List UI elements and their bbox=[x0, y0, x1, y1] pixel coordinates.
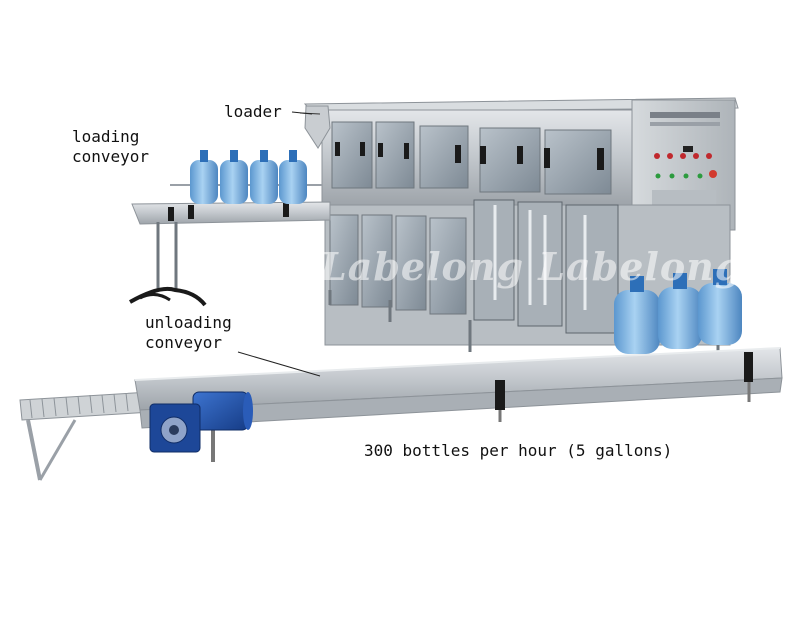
water-bottle bbox=[658, 273, 702, 349]
upper-window-panels bbox=[331, 121, 612, 195]
water-bottle bbox=[220, 150, 248, 204]
water-bottle bbox=[190, 150, 218, 204]
water-bottle bbox=[698, 269, 742, 345]
filling-machine-body bbox=[303, 97, 739, 392]
leader-lines bbox=[237, 111, 321, 377]
unloading-conveyor-label-line2: conveyor bbox=[145, 333, 223, 352]
unloading-conveyor bbox=[19, 347, 783, 481]
unloading-conveyor-label-line1: unloading bbox=[145, 313, 232, 332]
conveyor-motor bbox=[149, 391, 253, 453]
unloading-conveyor-label: unloading conveyor bbox=[145, 313, 232, 353]
loading-conveyor-label-line2: conveyor bbox=[72, 147, 150, 166]
capacity-caption: 300 bottles per hour (5 gallons) bbox=[364, 441, 673, 460]
unloading-bottles bbox=[614, 269, 742, 354]
loader-label: loader bbox=[224, 102, 282, 121]
water-bottle bbox=[614, 276, 660, 354]
loading-conveyor-label-line1: loading bbox=[72, 127, 140, 146]
lower-window-panels bbox=[329, 199, 619, 334]
water-bottle bbox=[250, 150, 278, 204]
watermark-text: Labelong Labelong bbox=[320, 244, 743, 289]
loading-conveyor-label: loading conveyor bbox=[72, 127, 149, 167]
water-bottle bbox=[279, 150, 307, 204]
loading-bottles bbox=[190, 150, 307, 204]
